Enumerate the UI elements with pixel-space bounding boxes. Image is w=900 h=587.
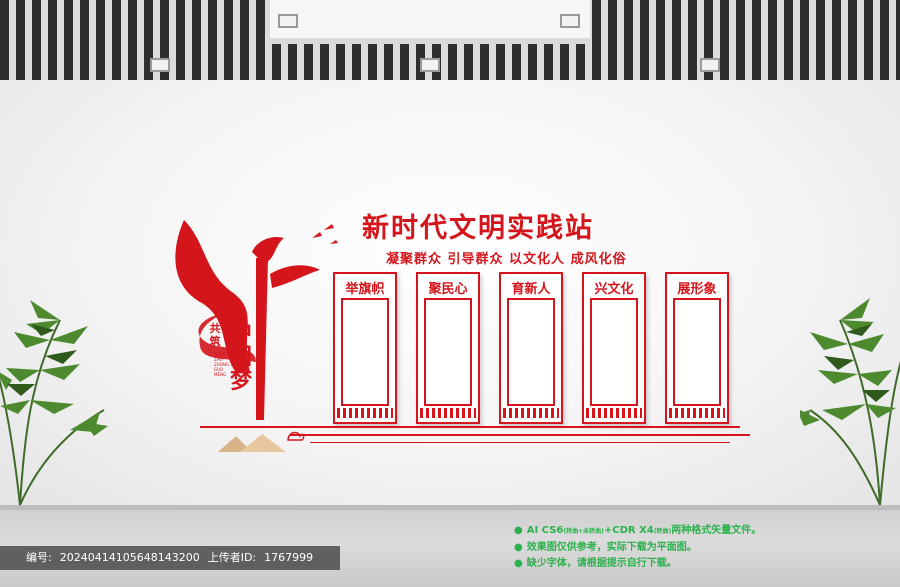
panel-frame: 兴文化 xyxy=(582,272,646,424)
ceiling-light xyxy=(700,58,720,72)
note-small-text: (转曲) xyxy=(653,528,672,535)
panel-title: 育新人 xyxy=(511,282,551,297)
note-text: AI CS6 xyxy=(526,525,564,536)
ceiling-light xyxy=(420,58,440,72)
panel-blank-area xyxy=(507,298,555,406)
note-small-text: (转曲+未转曲) xyxy=(563,528,604,535)
panel-blank-area xyxy=(341,298,389,406)
note-text: 效果图仅供参考，实际下载为平面图。 xyxy=(526,542,697,553)
note-text: +CDR X4 xyxy=(603,525,654,536)
bullet-icon: ● xyxy=(514,558,523,569)
download-notes: ●AI CS6(转曲+未转曲)+CDR X4(转曲)两种格式矢量文件。 ●效果图… xyxy=(514,523,894,572)
panel-frame: 展形象 xyxy=(665,272,729,424)
potted-plant-left xyxy=(0,300,108,506)
panel-lattice-pattern xyxy=(420,408,476,418)
note-text: 两种格式矢量文件。 xyxy=(671,525,762,536)
base-line xyxy=(290,434,750,436)
baseboard xyxy=(0,505,900,511)
panel-lattice-pattern xyxy=(337,408,393,418)
dream-main-text: 中国梦 xyxy=(229,321,252,394)
panel-blank-area xyxy=(590,298,638,406)
mountain-icon xyxy=(218,434,286,452)
note-text: 缺少字体，请根据提示自行下载。 xyxy=(526,558,677,569)
panel-lattice-pattern xyxy=(503,408,559,418)
base-line xyxy=(200,426,740,428)
panel-lattice-pattern xyxy=(586,408,642,418)
ceiling-light xyxy=(560,14,580,28)
panel-lattice-pattern xyxy=(669,408,725,418)
cloud-swirl-icon xyxy=(287,431,305,441)
note-line-fonts: ●缺少字体，请根据提示自行下载。 xyxy=(514,556,894,572)
image-id-bar: 编号: 20240414105648143200 上传者ID: 1767999 xyxy=(0,546,340,570)
wall-subtitle: 凝聚群众 引导群众 以文化人 成风化俗 xyxy=(386,252,627,267)
panel-title: 兴文化 xyxy=(594,282,634,297)
bullet-icon: ● xyxy=(514,542,523,553)
panel-frame: 育新人 xyxy=(499,272,563,424)
ceiling-light xyxy=(150,58,170,72)
note-line-formats: ●AI CS6(转曲+未转曲)+CDR X4(转曲)两种格式矢量文件。 xyxy=(514,523,894,540)
ceiling-light xyxy=(278,14,298,28)
dream-pinyin-text: GONG ZHU ZHONG GUO MENG xyxy=(214,352,229,377)
uploader-label: 上传者ID: xyxy=(207,551,257,564)
code-value: 20240414105648143200 xyxy=(59,551,200,564)
bullet-icon: ● xyxy=(514,525,523,536)
potted-plant-right xyxy=(800,298,900,506)
panel-title: 聚民心 xyxy=(428,282,468,297)
panel-title: 展形象 xyxy=(677,282,717,297)
torch-flag-icon xyxy=(175,220,338,420)
panel-frame: 聚民心 xyxy=(416,272,480,424)
note-line-preview: ●效果图仅供参考，实际下载为平面图。 xyxy=(514,540,894,556)
dream-prefix-text: 共筑 xyxy=(209,322,221,348)
panel-frame: 举旗帜 xyxy=(333,272,397,424)
base-line xyxy=(310,442,730,443)
uploader-value: 1767999 xyxy=(264,551,314,564)
code-label: 编号: xyxy=(26,551,52,564)
panel-blank-area xyxy=(673,298,721,406)
ceiling-panel xyxy=(270,0,590,44)
panel-title: 举旗帜 xyxy=(345,282,385,297)
panel-blank-area xyxy=(424,298,472,406)
wall-title: 新时代文明实践站 xyxy=(362,213,594,244)
